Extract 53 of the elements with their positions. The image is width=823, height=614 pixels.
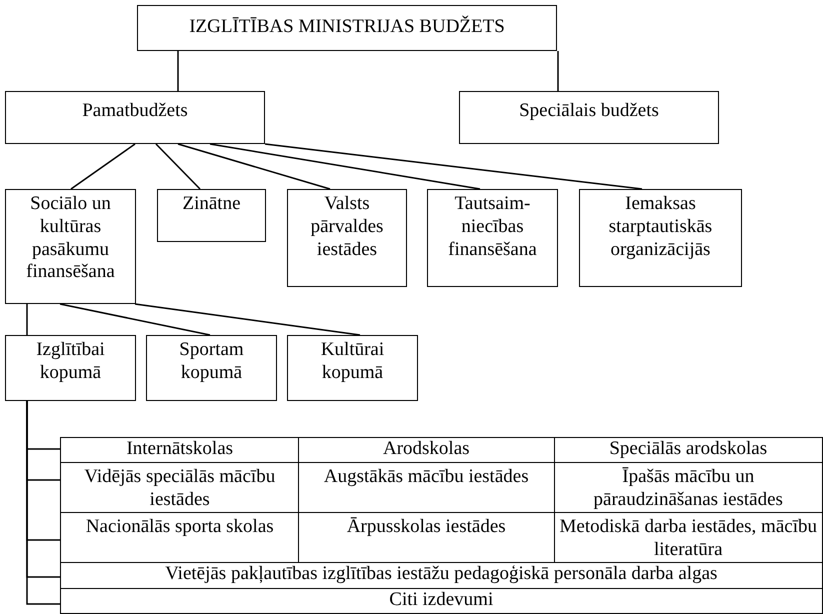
node-label: IZGLĪTĪBAS MINISTRIJAS BUDŽETS	[188, 16, 506, 39]
node-label: Metodiskā darba iestādes, mācību literatūra	[558, 516, 818, 562]
node-label: Ārpusskolas iestādes	[346, 516, 507, 539]
budget-box	[137, 5, 557, 51]
budget-box	[287, 189, 407, 287]
node-label: Sportam kopumā	[178, 339, 245, 385]
node-label: Nacionālās sporta skolas	[84, 516, 275, 539]
table-cell	[554, 462, 823, 514]
table-cell	[298, 512, 555, 564]
node-label: Kultūrai kopumā	[320, 339, 386, 385]
budget-box	[146, 335, 277, 401]
connector-line	[557, 51, 559, 91]
node-label: Valsts pārvaldes iestādes	[310, 193, 384, 262]
budget-box	[5, 91, 265, 144]
table-cell	[60, 462, 300, 514]
node-label: Iemaksas starptautiskās organizācijās	[608, 193, 714, 262]
node-label: Vietējās pakļautības izglītības iestāžu pedagoģiskā personāla darba algas	[164, 563, 718, 586]
budget-box	[459, 91, 719, 144]
node-label: Internātskolas	[125, 438, 234, 461]
connector-line	[70, 143, 136, 190]
node-label: Pamatbudžets	[81, 100, 189, 123]
budget-box	[157, 189, 266, 242]
connector-line	[134, 303, 360, 336]
budget-box	[287, 335, 418, 401]
node-label: Vidējās speciālās mācību iestādes	[83, 466, 276, 512]
node-label: Sociālo un kultūras pasākumu finansēšana	[25, 193, 116, 284]
node-label: Augstākās mācību iestādes	[322, 466, 530, 489]
table-cell	[60, 588, 822, 614]
connector-line	[177, 51, 179, 91]
table-cell	[60, 512, 300, 564]
node-label: Arodskolas	[382, 438, 471, 461]
node-label: Speciālās arodskolas	[608, 438, 768, 461]
table-cell	[60, 562, 822, 590]
budget-box	[5, 335, 136, 401]
connector-line	[264, 143, 642, 190]
budget-box	[427, 189, 558, 287]
connector-line	[178, 143, 330, 190]
table-cell	[554, 437, 823, 464]
table-cell	[60, 437, 300, 464]
table-cell	[298, 462, 555, 514]
node-label: Izglītībai kopumā	[35, 339, 106, 385]
node-label: Īpašās mācību un pāraudzināšanas iestādes	[592, 466, 784, 512]
budget-box	[5, 189, 136, 304]
node-label: Speciālais budžets	[518, 100, 660, 123]
connector-line	[60, 303, 210, 336]
connector-line	[26, 304, 28, 335]
connector-line	[155, 143, 201, 190]
connector-line	[210, 143, 480, 190]
node-label: Citi izdevumi	[388, 589, 494, 612]
table-cell	[298, 437, 555, 464]
budget-box	[579, 189, 742, 287]
node-label: Tautsaim- niecības finansēšana	[447, 193, 538, 262]
node-label: Zinātne	[181, 193, 242, 216]
